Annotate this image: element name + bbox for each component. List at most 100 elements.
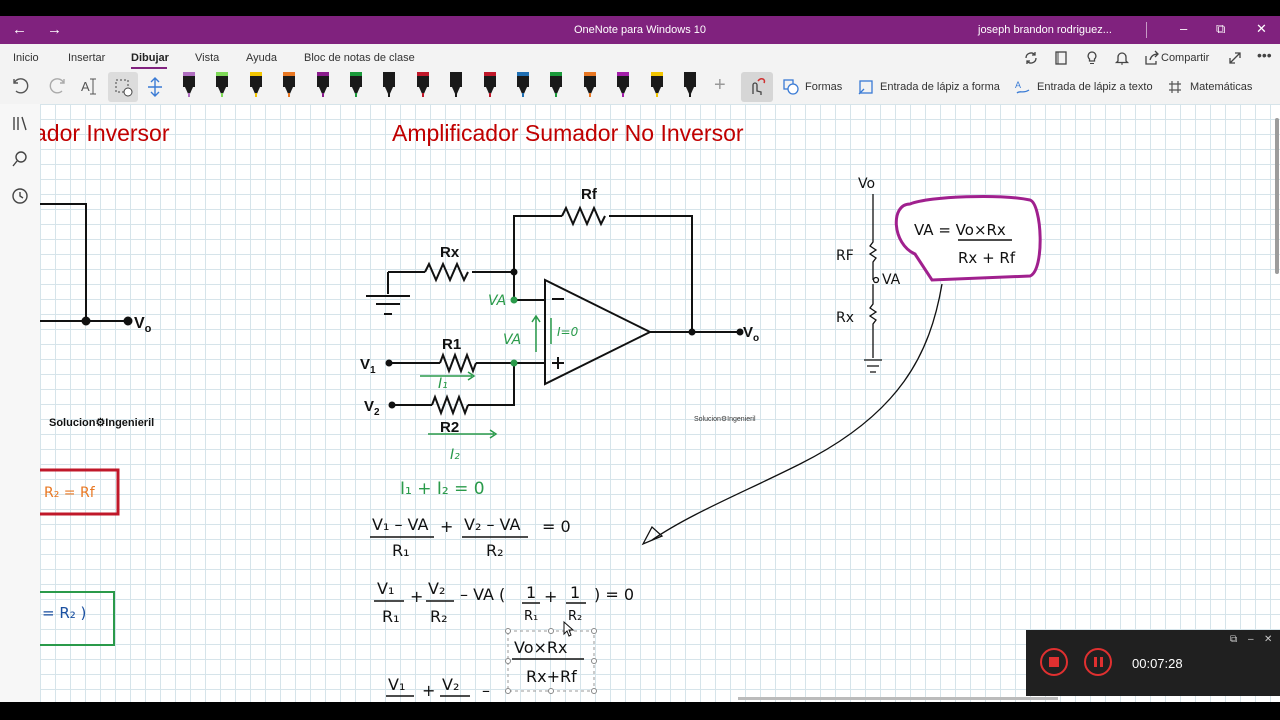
notebook-icon[interactable] [1052, 49, 1070, 67]
sync-icon[interactable] [1022, 49, 1040, 67]
ink-replay-button[interactable] [741, 72, 773, 102]
bell-icon[interactable] [1113, 49, 1131, 67]
redo-icon[interactable] [46, 77, 66, 97]
recording-time: 00:07:28 [1132, 656, 1183, 671]
draw-toolbar: A + Formas Entrada de lápiz a forma A En… [0, 70, 1280, 105]
recorder-minimize-icon[interactable]: – [1248, 634, 1254, 645]
pen-3[interactable] [249, 72, 262, 98]
brand-watermark-center: Solucion⚙Ingenieril [694, 416, 756, 423]
partial-heading-left: ador Inversor [40, 120, 170, 146]
horizontal-scrollbar[interactable] [738, 697, 1058, 700]
pen-14[interactable] [617, 72, 630, 98]
vo-label-left: Vo [134, 315, 152, 335]
undo-icon[interactable] [12, 77, 32, 97]
bubble-top-formula: VA = Vo×Rx [914, 221, 1006, 239]
left-red-box [40, 468, 120, 516]
equation-currents: I₁ + I₂ = 0 [400, 479, 485, 499]
eq2-den1: R₁ [392, 541, 410, 560]
pen-11[interactable] [517, 72, 529, 98]
more-options-icon[interactable]: ••• [1257, 47, 1272, 63]
ink-to-shape-icon[interactable] [857, 78, 875, 96]
shapes-button[interactable]: Formas [805, 81, 843, 93]
ink-to-text-button[interactable]: Entrada de lápiz a texto [1037, 81, 1153, 93]
selected-ink-top[interactable]: Vo×Rx [514, 638, 567, 657]
svg-text:A: A [81, 79, 90, 94]
ink-to-text-icon[interactable]: A [1014, 78, 1032, 96]
type-select-icon[interactable]: A [79, 76, 99, 98]
pen-16[interactable] [684, 72, 696, 98]
ink-r2-equals-rf: R₂ = Rf [44, 485, 96, 501]
ink-i2: I₂ [450, 447, 460, 463]
ink-to-shape-button[interactable]: Entrada de lápiz a forma [880, 81, 1000, 93]
tab-dibujar[interactable]: Dibujar [131, 52, 169, 64]
eq3-num3: 1 [526, 583, 536, 602]
eq2-plus: + [440, 517, 453, 536]
pen-10[interactable] [483, 72, 496, 98]
main-circuit [366, 205, 740, 416]
popout-icon[interactable]: ⧉ [1230, 634, 1238, 645]
eq3-den2: R₂ [430, 607, 448, 626]
active-tab-indicator [131, 67, 167, 69]
share-icon[interactable] [1143, 49, 1161, 67]
shapes-icon[interactable] [782, 78, 800, 96]
ink-i1: I₁ [438, 376, 448, 392]
pen-7[interactable] [383, 72, 396, 98]
back-icon[interactable]: ← [12, 21, 27, 38]
user-name[interactable]: joseph brandon rodriguez... [978, 24, 1112, 36]
recent-clock-icon[interactable] [11, 187, 29, 205]
highlighter-1[interactable] [183, 72, 195, 98]
math-icon[interactable] [1166, 78, 1184, 96]
tab-bloc-de-notas-de-clase[interactable]: Bloc de notas de clase [304, 52, 415, 64]
pen-12[interactable] [550, 72, 563, 98]
pointer-arrow [651, 283, 943, 541]
note-canvas[interactable]: ador Inversor Amplificador Sumador No In… [40, 104, 1280, 702]
stop-recording-button[interactable] [1040, 648, 1068, 676]
highlighter-2[interactable] [216, 72, 229, 98]
share-button[interactable]: Compartir [1161, 52, 1210, 64]
lasso-icon [115, 79, 133, 97]
math-button[interactable]: Matemáticas [1190, 81, 1253, 93]
add-pen-icon[interactable]: + [714, 74, 726, 96]
search-icon[interactable] [11, 150, 29, 168]
eq3-den3: R₁ [524, 609, 538, 624]
minimize-button[interactable]: – [1180, 21, 1188, 36]
left-circuit-fragment [40, 203, 133, 326]
notebooks-icon[interactable] [11, 114, 29, 132]
pen-6[interactable] [350, 72, 362, 98]
tab-insertar[interactable]: Insertar [68, 52, 106, 64]
vertical-scrollbar[interactable] [1275, 118, 1279, 274]
tab-inicio[interactable]: Inicio [13, 52, 39, 64]
add-space-icon[interactable] [145, 76, 165, 98]
svg-text:A: A [1015, 80, 1021, 90]
pen-4[interactable] [283, 72, 296, 98]
ink-rf-side: RF [836, 248, 854, 264]
r2-label: R2 [440, 419, 459, 436]
ink-va-side: VA [882, 272, 901, 288]
ink-rx-side: Rx [836, 310, 854, 326]
pen-9[interactable] [450, 72, 463, 98]
ink-va-arrow-label: VA [503, 332, 521, 348]
pause-recording-button[interactable] [1084, 648, 1112, 676]
expand-icon[interactable] [1226, 49, 1244, 67]
eq2-rhs: = 0 [542, 517, 571, 536]
forward-icon[interactable]: → [47, 21, 62, 38]
lasso-select-button[interactable] [108, 72, 138, 102]
recorder-close-icon[interactable]: ✕ [1264, 634, 1273, 645]
selected-ink-bottom[interactable]: Rx+Rf [526, 667, 577, 686]
lightbulb-icon[interactable] [1083, 49, 1101, 67]
pen-8[interactable] [416, 72, 429, 98]
eq3-num1: V₁ [377, 579, 394, 598]
pen-15[interactable] [650, 72, 663, 98]
eq4-num2: V₂ [442, 675, 459, 694]
v2-label: V2 [364, 398, 380, 418]
eq3-plus2: + [544, 587, 557, 606]
restore-button[interactable]: ⧉ [1216, 21, 1226, 36]
eq3-den1: R₁ [382, 607, 400, 626]
tab-ayuda[interactable]: Ayuda [246, 52, 277, 64]
eq3-num4: 1 [570, 583, 580, 602]
pen-5[interactable] [316, 72, 329, 98]
pen-13[interactable] [583, 72, 596, 98]
tab-vista[interactable]: Vista [195, 52, 220, 64]
close-button[interactable]: ✕ [1256, 21, 1267, 36]
bottom-black-bar [0, 702, 1280, 720]
